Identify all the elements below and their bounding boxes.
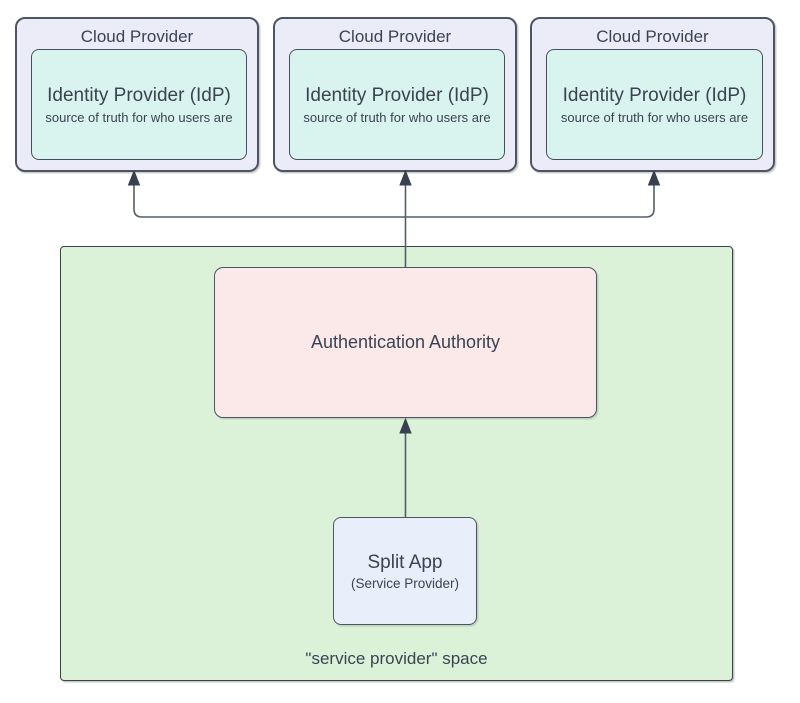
identity-provider-subtitle: source of truth for who users are (560, 109, 749, 125)
split-app-label: Split App (367, 551, 443, 573)
cloud-provider-title: Cloud Provider (80, 27, 194, 46)
cloud-provider-box-2: Cloud Provider Identity Provider (IdP) s… (273, 17, 517, 172)
identity-provider-box: Identity Provider (IdP) source of truth … (31, 49, 247, 160)
arrowhead-left-idp-icon (127, 169, 141, 186)
identity-provider-box: Identity Provider (IdP) source of truth … (546, 49, 763, 160)
cloud-provider-box-1: Cloud Provider Identity Provider (IdP) s… (15, 17, 259, 172)
arrowhead-middle-idp-icon (399, 169, 412, 186)
identity-provider-title: Identity Provider (IdP) (562, 84, 747, 106)
identity-provider-subtitle: source of truth for who users are (303, 109, 491, 125)
authentication-authority-box: Authentication Authority (214, 267, 597, 418)
arrowhead-right-idp-icon (647, 169, 661, 186)
service-provider-space-label: "service provider" space (305, 649, 488, 668)
split-app-box: Split App (Service Provider) (333, 517, 477, 625)
cloud-provider-title: Cloud Provider (338, 27, 452, 46)
identity-provider-title: Identity Provider (IdP) (47, 84, 231, 106)
split-app-sublabel: (Service Provider) (350, 575, 460, 591)
cloud-provider-box-3: Cloud Provider Identity Provider (IdP) s… (530, 17, 775, 172)
authentication-authority-label: Authentication Authority (310, 332, 501, 352)
identity-provider-box: Identity Provider (IdP) source of truth … (289, 49, 505, 160)
identity-provider-title: Identity Provider (IdP) (305, 84, 489, 106)
identity-provider-subtitle: source of truth for who users are (45, 109, 233, 125)
cloud-provider-title: Cloud Provider (596, 27, 709, 46)
connector-branch-bus (133, 184, 655, 218)
